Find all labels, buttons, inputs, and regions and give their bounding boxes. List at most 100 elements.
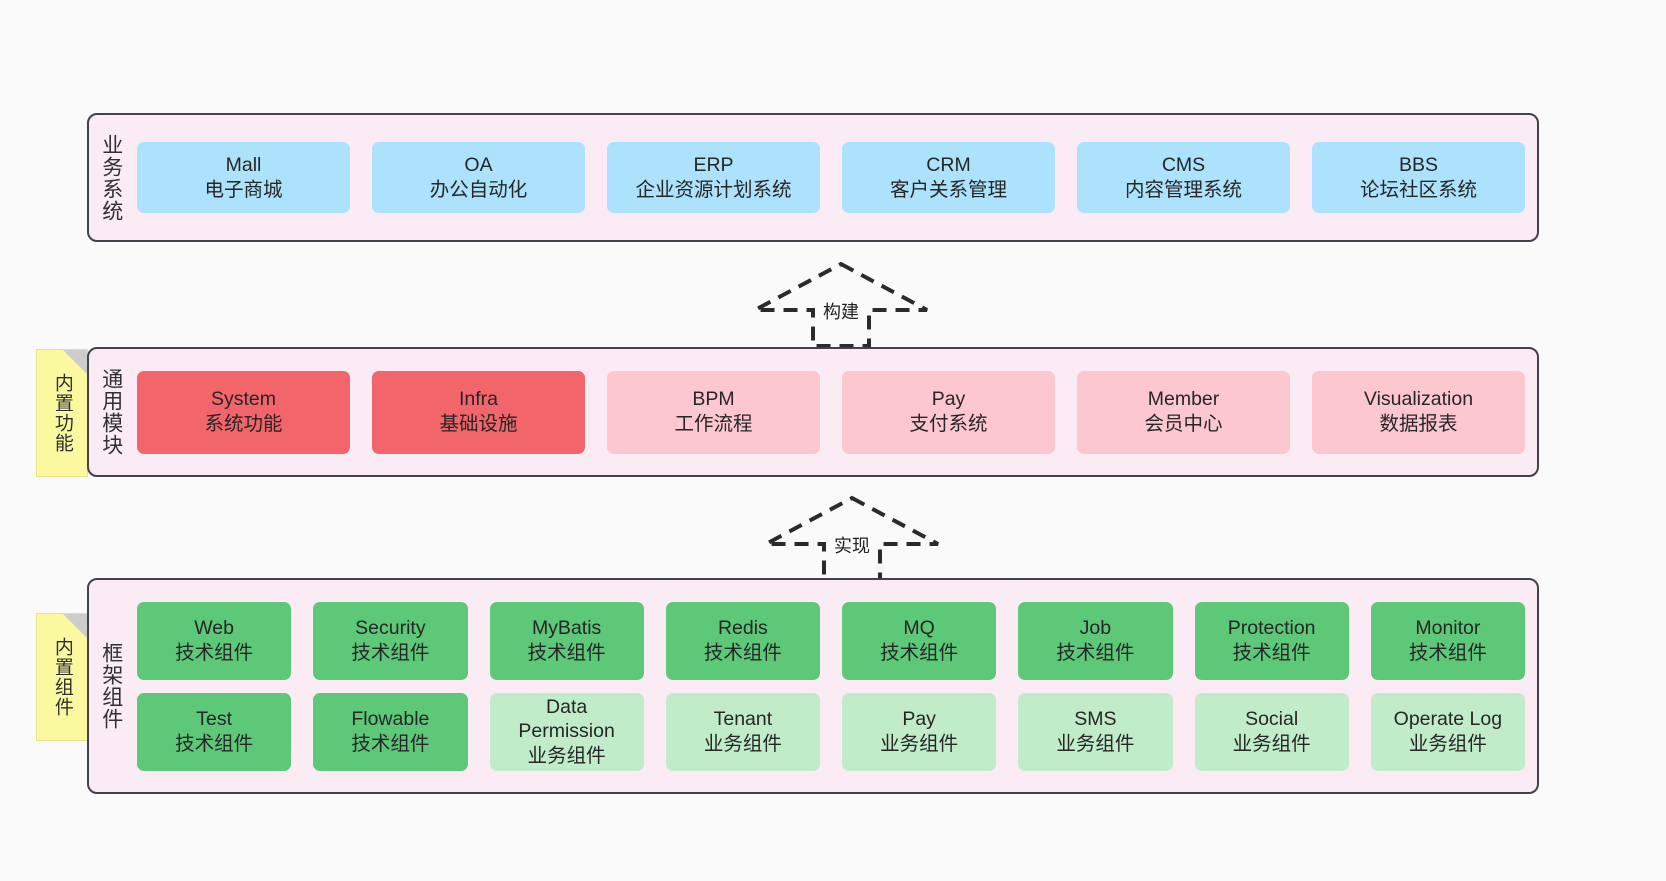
card-bpm[interactable]: BPM 工作流程 [607, 370, 820, 454]
layer-title-business-systems: 业务系统 [99, 133, 123, 222]
card-sms[interactable]: SMS 业务组件 [1018, 692, 1173, 771]
card-title: Test [196, 707, 232, 730]
card-subtitle: 业务组件 [703, 732, 782, 755]
sticky-note-label: 内置功能 [51, 373, 73, 453]
card-title: OA [464, 153, 493, 176]
card-row: Test 技术组件 Flowable 技术组件 Data Permission … [137, 692, 1525, 771]
card-system[interactable]: System 系统功能 [137, 370, 350, 454]
card-member[interactable]: Member 会员中心 [1077, 370, 1290, 454]
card-title: MQ [903, 616, 935, 639]
arrow-label-implement: 实现 [834, 536, 870, 556]
card-job[interactable]: Job 技术组件 [1018, 601, 1173, 680]
card-protection[interactable]: Protection 技术组件 [1194, 601, 1349, 680]
generalization-arrow-build: 构建 [751, 258, 931, 350]
card-tenant[interactable]: Tenant 业务组件 [665, 692, 820, 771]
card-security[interactable]: Security 技术组件 [313, 601, 468, 680]
card-mall[interactable]: Mall 电子商城 [137, 142, 350, 213]
card-title: CMS [1161, 153, 1206, 176]
card-title: Infra [458, 388, 499, 411]
card-title: Tenant [713, 707, 773, 730]
card-subtitle: 业务组件 [1056, 732, 1135, 755]
card-subtitle: 技术组件 [1056, 641, 1135, 664]
card-bbs[interactable]: BBS 论坛社区系统 [1312, 142, 1525, 213]
card-pay-component[interactable]: Pay 业务组件 [842, 692, 997, 771]
card-title: Data Permission [518, 695, 615, 743]
card-subtitle: 支付系统 [909, 413, 988, 435]
card-title: Operate Log [1393, 707, 1503, 730]
card-operate-log[interactable]: Operate Log 业务组件 [1370, 692, 1525, 771]
card-title: Flowable [351, 707, 430, 730]
layer-title-framework-components: 框架组件 [99, 642, 123, 730]
card-title: BPM [692, 388, 735, 411]
card-subtitle: 技术组件 [175, 732, 254, 755]
card-row: Web 技术组件 Security 技术组件 MyBatis 技术组件 Redi… [137, 601, 1525, 680]
card-flowable[interactable]: Flowable 技术组件 [313, 692, 468, 771]
card-subtitle: 技术组件 [175, 641, 254, 664]
card-title: CRM [926, 153, 971, 176]
card-crm[interactable]: CRM 客户关系管理 [842, 142, 1055, 213]
layer-framework-components[interactable]: 框架组件 Web 技术组件 Security 技术组件 MyBatis 技术组件… [87, 578, 1539, 794]
card-redis[interactable]: Redis 技术组件 [665, 601, 820, 680]
card-subtitle: 电子商城 [204, 178, 283, 201]
card-title: Mall [225, 153, 262, 176]
layer-body-business-systems: Mall 电子商城 OA 办公自动化 ERP 企业资源计划系统 CRM 客户关系… [133, 115, 1537, 240]
card-title: Job [1079, 616, 1112, 639]
card-subtitle: 技术组件 [1232, 641, 1311, 664]
card-monitor[interactable]: Monitor 技术组件 [1370, 601, 1525, 680]
card-data-permission[interactable]: Data Permission 业务组件 [489, 692, 644, 771]
layer-body-framework-components: Web 技术组件 Security 技术组件 MyBatis 技术组件 Redi… [133, 580, 1537, 792]
card-title: Social [1245, 707, 1299, 730]
card-subtitle: 内容管理系统 [1124, 178, 1242, 201]
card-subtitle: 业务组件 [527, 744, 606, 767]
card-subtitle: 企业资源计划系统 [635, 178, 792, 201]
card-title: Monitor [1415, 616, 1481, 639]
card-cms[interactable]: CMS 内容管理系统 [1077, 142, 1290, 213]
arrow-label-build: 构建 [823, 302, 859, 322]
card-title: Pay [902, 707, 936, 730]
card-subtitle: 技术组件 [703, 641, 782, 664]
card-mybatis[interactable]: MyBatis 技术组件 [489, 601, 644, 680]
layer-business-systems[interactable]: 业务系统 Mall 电子商城 OA 办公自动化 ERP 企业资源计划系统 CRM… [87, 113, 1539, 242]
card-subtitle: 系统功能 [204, 413, 283, 435]
card-oa[interactable]: OA 办公自动化 [372, 142, 585, 213]
card-subtitle: 会员中心 [1144, 413, 1223, 435]
card-pay-module[interactable]: Pay 支付系统 [842, 370, 1055, 454]
card-title: System [210, 388, 276, 411]
card-row: System 系统功能 Infra 基础设施 BPM 工作流程 Pay 支付系统… [137, 370, 1525, 454]
card-web[interactable]: Web 技术组件 [137, 601, 292, 680]
card-subtitle: 技术组件 [351, 641, 430, 664]
card-social[interactable]: Social 业务组件 [1194, 692, 1349, 771]
card-title: ERP [693, 153, 734, 176]
card-subtitle: 业务组件 [1408, 732, 1487, 755]
card-subtitle: 工作流程 [674, 413, 753, 435]
card-visualization[interactable]: Visualization 数据报表 [1312, 370, 1525, 454]
card-title: Protection [1227, 616, 1316, 639]
card-title: MyBatis [531, 616, 602, 639]
card-infra[interactable]: Infra 基础设施 [372, 370, 585, 454]
sticky-note-builtin-functions[interactable]: 内置功能 [36, 349, 88, 477]
card-subtitle: 业务组件 [880, 732, 959, 755]
layer-title-common-modules: 通用模块 [99, 368, 123, 456]
card-title: Security [355, 616, 426, 639]
sticky-note-label: 内置组件 [51, 637, 73, 717]
sticky-note-builtin-components[interactable]: 内置组件 [36, 613, 88, 741]
layer-common-modules[interactable]: 通用模块 System 系统功能 Infra 基础设施 BPM 工作流程 Pay… [87, 347, 1539, 477]
layer-body-common-modules: System 系统功能 Infra 基础设施 BPM 工作流程 Pay 支付系统… [133, 349, 1537, 475]
generalization-arrow-implement: 实现 [762, 492, 942, 584]
card-title: Member [1147, 388, 1220, 411]
card-subtitle: 技术组件 [527, 641, 606, 664]
card-test[interactable]: Test 技术组件 [137, 692, 292, 771]
card-subtitle: 基础设施 [439, 413, 518, 435]
card-erp[interactable]: ERP 企业资源计划系统 [607, 142, 820, 213]
card-mq[interactable]: MQ 技术组件 [842, 601, 997, 680]
card-subtitle: 业务组件 [1232, 732, 1311, 755]
card-title: BBS [1398, 153, 1439, 176]
card-title: Pay [931, 388, 966, 411]
card-title: SMS [1074, 707, 1117, 730]
card-subtitle: 技术组件 [880, 641, 959, 664]
card-subtitle: 数据报表 [1379, 413, 1458, 435]
card-subtitle: 技术组件 [1408, 641, 1487, 664]
card-subtitle: 技术组件 [351, 732, 430, 755]
card-subtitle: 办公自动化 [429, 178, 528, 201]
